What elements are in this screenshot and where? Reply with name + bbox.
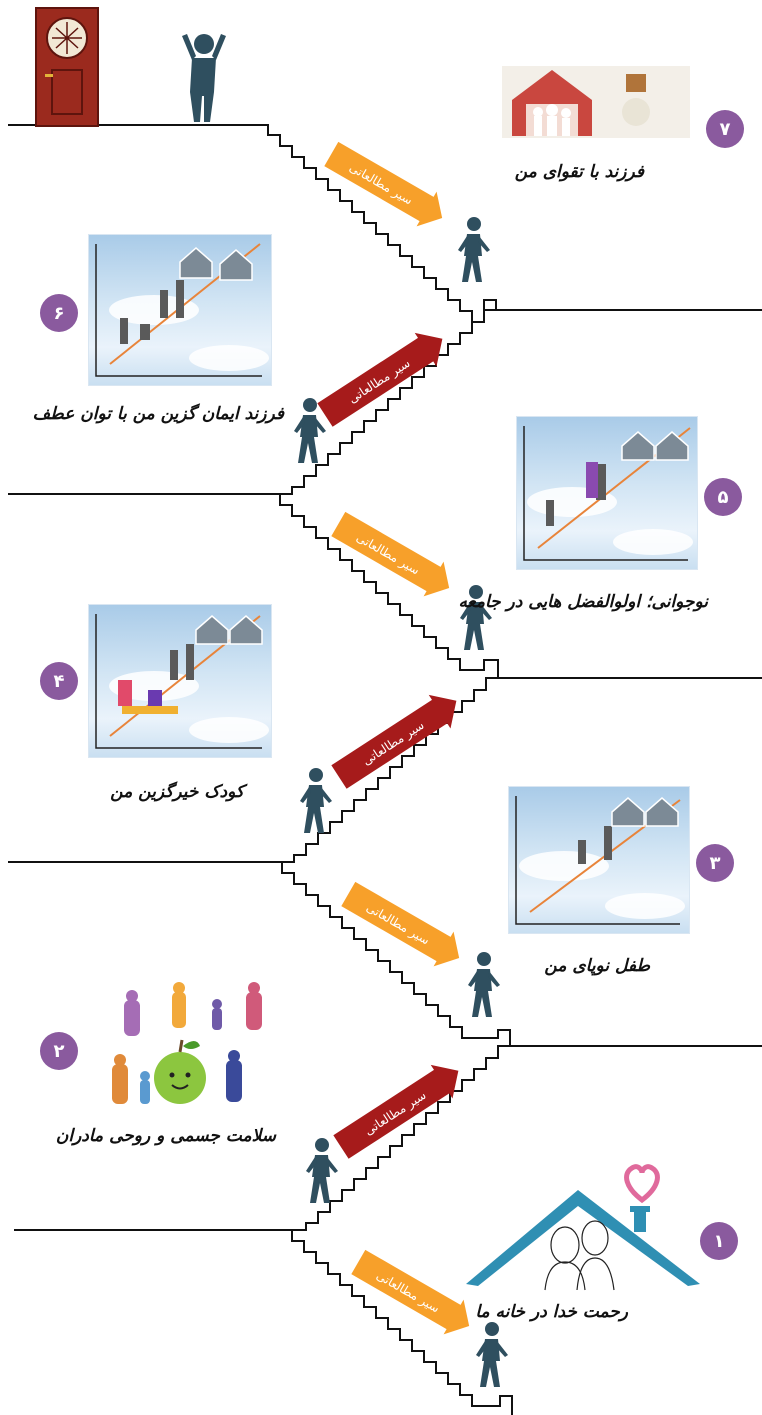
cheering-person-icon <box>182 34 226 122</box>
stage-6-badge: ۶ <box>40 294 78 332</box>
stage-3-chart-image <box>508 786 690 934</box>
heart-icon <box>624 1164 660 1204</box>
stage-5-caption: نوجوانی؛ اولوالفضل هایی در جامعه <box>458 592 708 612</box>
house-icon <box>466 1190 700 1291</box>
stage-1-caption: رحمت خدا در خانه ما <box>475 1302 628 1322</box>
stage-7-badge: ۷ <box>706 110 744 148</box>
stage-4-badge: ۴ <box>40 662 78 700</box>
stage-6-caption: فرزند ایمان گزین من با توان عطف <box>32 404 284 424</box>
stage-5-badge: ۵ <box>704 478 742 516</box>
stage-2-image <box>112 982 262 1104</box>
staircase-line <box>8 124 762 1415</box>
stage-1-badge: ۱ <box>700 1222 738 1260</box>
stage-4-caption: کودک خیرگزین من <box>110 782 244 802</box>
stage-2-caption: سلامت جسمی و روحی مادران <box>55 1126 276 1146</box>
stage-7-image <box>502 66 690 138</box>
stage-3-badge: ۳ <box>696 844 734 882</box>
stage-3-caption: طفل نوپای من <box>544 956 650 976</box>
stage-2-badge: ۲ <box>40 1032 78 1070</box>
stage-7-caption: فرزند با تقوای من <box>514 162 644 182</box>
door-icon <box>35 7 99 127</box>
